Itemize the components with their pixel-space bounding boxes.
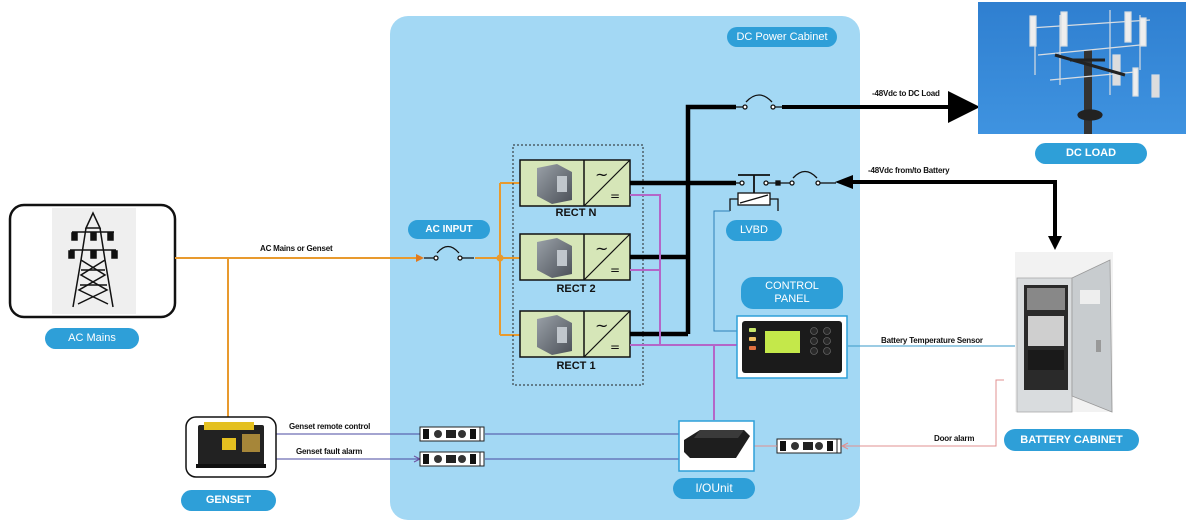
rect-2-module: ~= xyxy=(519,233,631,281)
battery-cabinet-label: BATTERY CABINET xyxy=(1004,429,1139,451)
ac-mains-node xyxy=(8,203,177,319)
door-alarm-terminal-block xyxy=(776,438,842,454)
door-alarm-line xyxy=(754,379,1004,447)
dc-load-breaker xyxy=(736,94,782,110)
status-led-red xyxy=(749,346,756,350)
rect-1-label: RECT 1 xyxy=(556,360,596,372)
genset-node xyxy=(185,416,277,478)
dc-symbol: = xyxy=(610,340,620,354)
ac-mains-label: AC Mains xyxy=(45,328,139,349)
keypad[interactable] xyxy=(810,327,831,355)
ac-input-breaker xyxy=(424,245,474,261)
battery-temp-sensor-label: Battery Temperature Sensor xyxy=(881,336,983,345)
dc-symbol: = xyxy=(610,263,620,277)
rect-n-label: RECT N xyxy=(555,207,597,219)
ac-symbol: ~ xyxy=(595,316,608,335)
io-unit-label: I/OUnit xyxy=(673,478,755,499)
dc-load-node xyxy=(978,2,1186,134)
dc-load-feed-label: -48Vdc to DC Load xyxy=(872,89,940,98)
generator-icon xyxy=(196,422,266,468)
ac-input-label: AC INPUT xyxy=(408,220,490,239)
control-panel-label-line2: PANEL xyxy=(774,293,810,305)
cell-tower-icon xyxy=(1029,10,1160,134)
cabinet-title-badge: DC Power Cabinet xyxy=(727,27,837,47)
rect-2-label: RECT 2 xyxy=(556,283,596,295)
ac-symbol: ~ xyxy=(595,239,608,258)
control-panel-device[interactable] xyxy=(736,315,848,379)
rect-1-module: ~= xyxy=(519,310,631,358)
io-unit-device[interactable] xyxy=(678,420,755,472)
ac-input-arrow-icon xyxy=(416,254,424,262)
battery-down-arrow-icon xyxy=(1048,236,1062,250)
genset-fault-alarm-label: Genset fault alarm xyxy=(296,447,363,456)
door-alarm-arrow-icon xyxy=(840,442,849,450)
battery-feed-arrow-icon xyxy=(835,175,853,189)
dc-symbol: = xyxy=(610,189,620,203)
lvbd-contactor xyxy=(729,170,836,211)
status-led-green xyxy=(749,328,756,332)
control-panel-label: CONTROL PANEL xyxy=(741,277,843,309)
genset-signal-lines xyxy=(276,433,680,460)
transmission-tower-icon xyxy=(68,211,118,308)
ac-junction xyxy=(496,254,504,262)
rect-n-module: ~= xyxy=(519,159,631,207)
lvbd-label: LVBD xyxy=(726,220,782,241)
genset-remote-control-label: Genset remote control xyxy=(289,422,371,431)
genset-remote-terminal-block xyxy=(419,426,485,442)
lvbd-control-line xyxy=(713,210,740,332)
genset-label: GENSET xyxy=(181,490,276,511)
rectifier-signal-bus xyxy=(630,194,740,420)
ac-mains-or-genset-label: AC Mains or Genset xyxy=(260,244,333,253)
control-panel-label-line1: CONTROL xyxy=(765,280,819,292)
ac-symbol: ~ xyxy=(595,165,608,184)
dc-load-label: DC LOAD xyxy=(1035,143,1147,164)
status-led-yellow xyxy=(749,337,756,341)
lcd-display xyxy=(765,331,800,353)
genset-fault-terminal-block xyxy=(419,451,485,467)
rectifier-group-frame xyxy=(512,144,644,386)
door-alarm-label: Door alarm xyxy=(934,434,975,443)
battery-feed-label: -48Vdc from/to Battery xyxy=(868,166,950,175)
battery-cabinet-node xyxy=(1015,252,1113,413)
